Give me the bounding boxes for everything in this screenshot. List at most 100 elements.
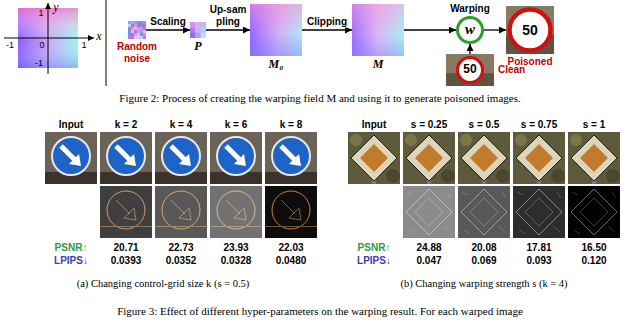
warped-image [265, 132, 317, 184]
input-image [348, 132, 400, 184]
pixel [140, 30, 143, 33]
metric-value: 0.0480 [276, 255, 307, 267]
pixel [190, 27, 196, 33]
node-label: Random noise [111, 41, 163, 64]
control-grid: P [190, 22, 206, 38]
field-image [250, 4, 302, 56]
pixel [140, 36, 143, 39]
metric-name: LPIPS↓ [54, 255, 88, 267]
pixel [134, 24, 137, 27]
pixel [137, 36, 140, 39]
pixel [137, 24, 140, 27]
axis-name: y [53, 1, 58, 15]
pixel [134, 21, 137, 24]
subfigure-caption: (b) Changing warping strength s (k = 4) [400, 278, 567, 290]
speed-sign [510, 10, 551, 51]
warp-field: M₀ [250, 4, 302, 56]
metric-value: 24.88 [416, 242, 441, 254]
residual-image [568, 186, 620, 238]
pixel [190, 33, 196, 38]
pixel [128, 27, 131, 30]
pixel [134, 36, 137, 39]
pixel [201, 33, 206, 38]
flow-arrow [484, 29, 506, 30]
warped-image [568, 132, 620, 184]
node-label: M [373, 58, 384, 72]
tick-label: 1 [81, 40, 86, 50]
flow-arrow [469, 44, 470, 54]
speed-sign [458, 58, 483, 83]
metric-value: 20.71 [113, 242, 138, 254]
warped-image [100, 132, 152, 184]
pixel [190, 22, 196, 28]
residual-image [265, 186, 317, 238]
metric-value: 20.08 [471, 242, 496, 254]
metric-value: 0.0393 [111, 255, 142, 267]
step-label: Up-sam pling [207, 4, 249, 27]
residual-image [458, 186, 510, 238]
clean-image: 50Clean [446, 54, 494, 86]
y-axis [48, 3, 49, 74]
column-header: s = 0.5 [469, 119, 500, 131]
node-label: Clean [498, 64, 525, 76]
poisoned-image: 50Poisoned [506, 6, 554, 54]
metric-name: PSNR↑ [358, 242, 391, 254]
metric-value: 0.120 [581, 255, 606, 267]
tick-label: -1 [6, 40, 14, 50]
column-header: Input [362, 119, 386, 131]
residual-image [100, 186, 152, 238]
metric-value: 22.73 [168, 242, 193, 254]
warped-image [210, 132, 262, 184]
metric-value: 22.03 [278, 242, 303, 254]
pixel [128, 33, 131, 36]
metric-value: 0.0352 [166, 255, 197, 267]
x-axis [4, 38, 94, 39]
warped-image [513, 132, 565, 184]
node-label: M₀ [269, 58, 284, 72]
flow-arrow [404, 29, 456, 30]
column-header: k = 8 [280, 119, 303, 131]
residual-image [403, 186, 455, 238]
warped-image [155, 132, 207, 184]
node-label: w [465, 21, 475, 38]
tick-label: -1 [35, 58, 43, 68]
pixel [131, 27, 134, 30]
pixel [140, 24, 143, 27]
residual-image [513, 186, 565, 238]
pixel [131, 30, 134, 33]
pixel [131, 36, 134, 39]
node-shape [190, 22, 206, 38]
noise-patch: Random noise [128, 21, 146, 39]
photo-ground [506, 6, 554, 54]
pixel [143, 27, 146, 30]
flow-arrow [206, 29, 250, 30]
pixel [140, 21, 143, 24]
pixel [131, 33, 134, 36]
pixel [143, 30, 146, 33]
pixel [137, 33, 140, 36]
step-label: Clipping [306, 16, 348, 28]
metric-value: 16.50 [581, 242, 606, 254]
metric-value: 0.0328 [221, 255, 252, 267]
pixel [134, 30, 137, 33]
node-label: 50 [522, 22, 538, 38]
pixel [128, 21, 131, 24]
column-header: s = 0.75 [521, 119, 557, 131]
operator-circle [458, 18, 483, 43]
input-image [45, 132, 97, 184]
figure-caption: Figure 3: Effect of different hyper-para… [117, 305, 523, 318]
residual-image [210, 186, 262, 238]
field-image [352, 4, 404, 56]
pixel [140, 33, 143, 36]
metric-value: 0.093 [526, 255, 551, 267]
pixel [195, 33, 201, 38]
flow-arrow [302, 29, 352, 30]
pixel [137, 27, 140, 30]
tick-label: 0 [39, 40, 44, 50]
pixel [128, 30, 131, 33]
pixel [137, 21, 140, 24]
node-label: Warping [450, 3, 490, 15]
step-label: Scaling [149, 16, 187, 28]
pixel [128, 36, 131, 39]
